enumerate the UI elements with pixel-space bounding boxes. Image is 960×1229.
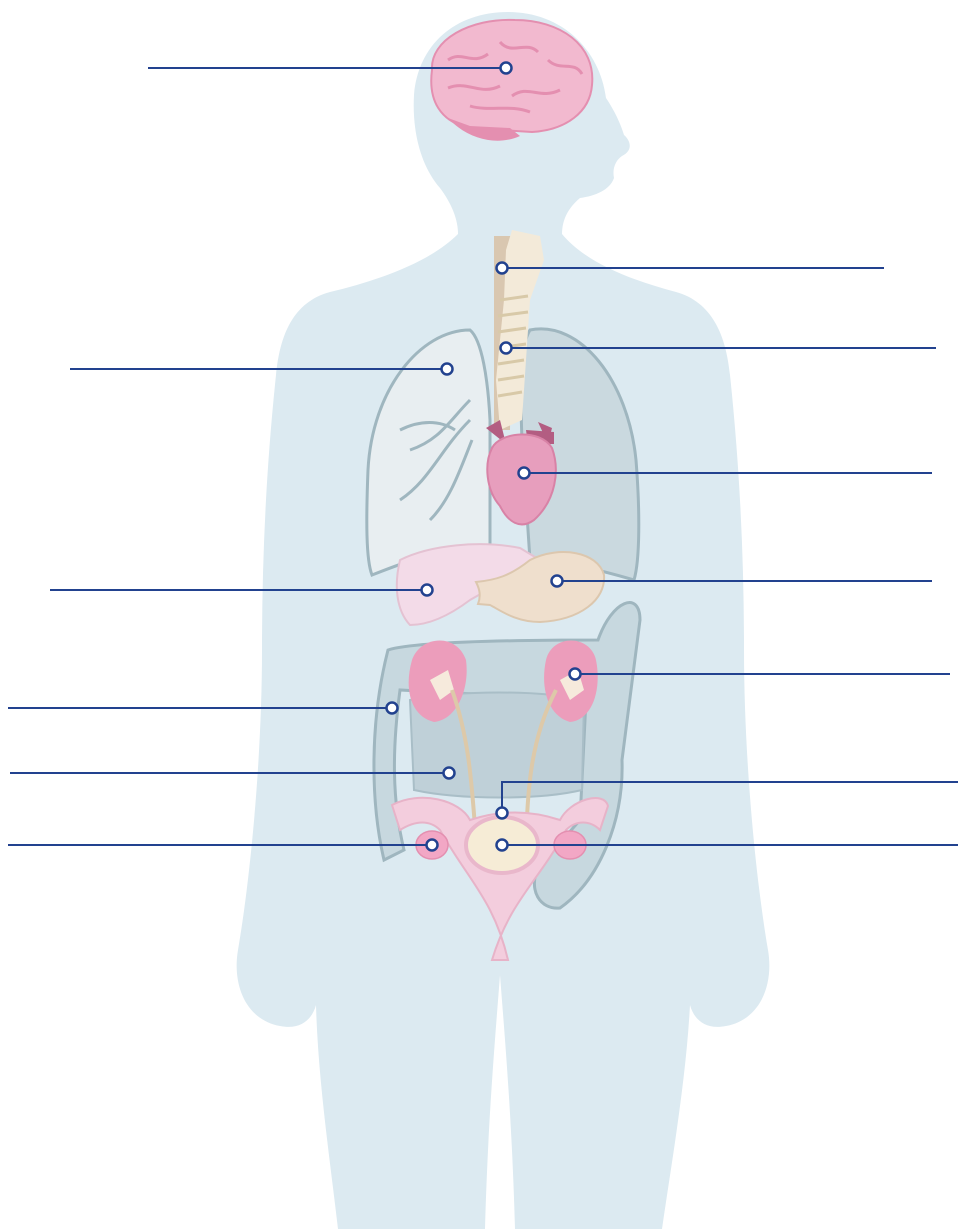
ovary-marker[interactable] xyxy=(427,840,438,851)
esophagus-marker[interactable] xyxy=(497,263,508,274)
stomach-marker[interactable] xyxy=(552,576,563,587)
brain-marker[interactable] xyxy=(501,63,512,74)
trachea-marker[interactable] xyxy=(501,343,512,354)
heart-marker[interactable] xyxy=(519,468,530,479)
kidney-marker[interactable] xyxy=(570,669,581,680)
lungs-marker[interactable] xyxy=(442,364,453,375)
small-intestine-marker[interactable] xyxy=(444,768,455,779)
body-silhouette xyxy=(237,12,770,1229)
uterus-marker[interactable] xyxy=(497,808,508,819)
large-intestine-marker[interactable] xyxy=(387,703,398,714)
bladder-marker[interactable] xyxy=(497,840,508,851)
brain-icon xyxy=(431,20,592,141)
liver-marker[interactable] xyxy=(422,585,433,596)
